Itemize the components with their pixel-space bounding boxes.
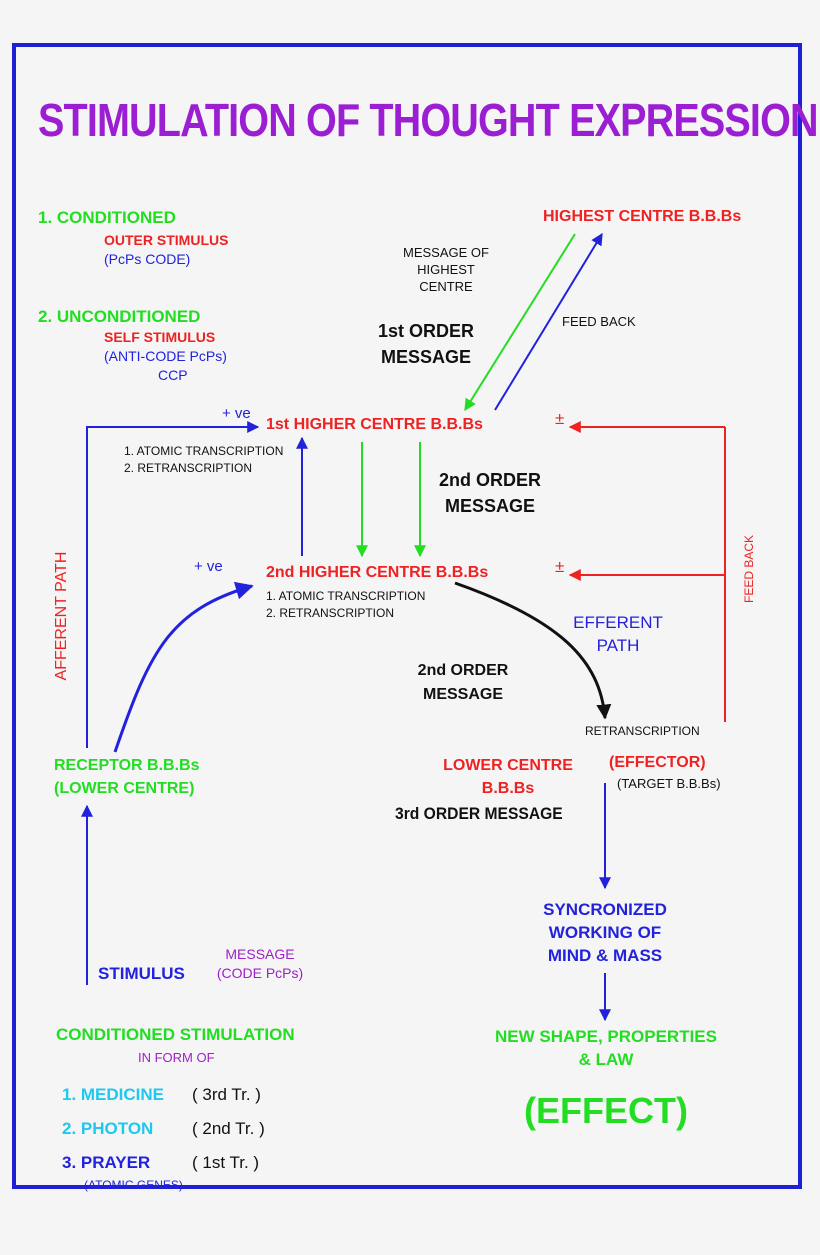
diagram-frame xyxy=(12,43,802,1189)
form-photon-tr: ( 2nd Tr. ) xyxy=(192,1119,265,1138)
atomic-genes-label: (ATOMIC GENES) xyxy=(84,1178,183,1192)
feed-back-top-label: FEED BACK xyxy=(562,314,636,329)
form-prayer-tr: ( 1st Tr. ) xyxy=(192,1153,260,1172)
message-of-highest-centre-label: MESSAGE OF HIGHEST CENTRE xyxy=(403,245,489,294)
unconditioned-label: 2. UNCONDITIONED xyxy=(38,307,201,326)
afferent-path-label: AFFERENT PATH xyxy=(53,551,70,681)
transcription-list-1: 1. ATOMIC TRANSCRIPTION 2. RETRANSCRIPTI… xyxy=(124,444,284,475)
plus-minus-label-1: ± xyxy=(555,409,565,428)
retranscription-label: RETRANSCRIPTION xyxy=(585,724,700,738)
in-form-of-label: IN FORM OF xyxy=(138,1050,215,1065)
conditioned-stimulation-label: CONDITIONED STIMULATION xyxy=(56,1025,295,1044)
second-order-message-label-1: 2nd ORDER MESSAGE xyxy=(438,470,542,516)
arrow-feed-back-up xyxy=(494,232,603,411)
page-title: STIMULATION OF THOUGHT EXPRESSION xyxy=(38,94,819,146)
form-prayer-label: 3. PRAYER xyxy=(62,1153,151,1172)
stimulus-label: STIMULUS xyxy=(98,964,185,983)
outer-stimulus-label: OUTER STIMULUS xyxy=(104,232,229,248)
synchronized-working-label: SYNCRONIZED WORKING OF MIND & MASS xyxy=(543,900,667,965)
new-shape-label: NEW SHAPE, PROPERTIES & LAW xyxy=(495,1027,717,1069)
effector-label: (EFFECTOR) xyxy=(609,754,706,771)
second-order-message-label-2: 2nd ORDER MESSAGE xyxy=(417,662,509,703)
conditioned-label: 1. CONDITIONED xyxy=(38,208,176,227)
pcps-code-label: (PcPs CODE) xyxy=(104,251,191,267)
self-stimulus-label: SELF STIMULUS xyxy=(104,329,216,345)
form-photon-label: 2. PHOTON xyxy=(62,1119,154,1138)
arrow-efferent-path xyxy=(454,581,612,720)
plus-ve-label-1: + ve xyxy=(222,405,251,422)
plus-ve-label-2: + ve xyxy=(194,558,223,575)
third-order-message-label: 3rd ORDER MESSAGE xyxy=(395,804,563,823)
message-code-label: MESSAGE (CODE PcPs) xyxy=(216,946,304,981)
anti-code-label: (ANTI-CODE PcPs) xyxy=(104,348,227,364)
arrow-afferent-path xyxy=(86,421,260,748)
transcription-list-2: 1. ATOMIC TRANSCRIPTION 2. RETRANSCRIPTI… xyxy=(266,589,426,620)
feed-back-right-label: FEED BACK xyxy=(742,535,756,604)
target-label: (TARGET B.B.Bs) xyxy=(617,776,721,791)
receptor-label: RECEPTOR B.B.Bs (LOWER CENTRE) xyxy=(54,757,200,797)
first-order-message-label: 1st ORDER MESSAGE xyxy=(377,321,475,367)
plus-minus-label-2: ± xyxy=(555,557,565,576)
effect-label: (EFFECT) xyxy=(524,1090,688,1131)
arrow-message-of-highest-centre xyxy=(464,233,576,412)
form-medicine-tr: ( 3rd Tr. ) xyxy=(192,1085,261,1104)
arrow-receptor-to-second-higher xyxy=(113,581,254,753)
first-higher-centre-label: 1st HIGHER CENTRE B.B.Bs xyxy=(266,416,483,433)
lower-centre-label: LOWER CENTRE B.B.Bs xyxy=(443,757,573,797)
second-higher-centre-label: 2nd HIGHER CENTRE B.B.Bs xyxy=(266,564,489,581)
form-medicine-label: 1. MEDICINE xyxy=(62,1085,165,1104)
ccp-label: CCP xyxy=(158,367,188,383)
efferent-path-label: EFFERENT PATH xyxy=(573,613,663,655)
highest-centre-label: HIGHEST CENTRE B.B.Bs xyxy=(543,208,742,225)
